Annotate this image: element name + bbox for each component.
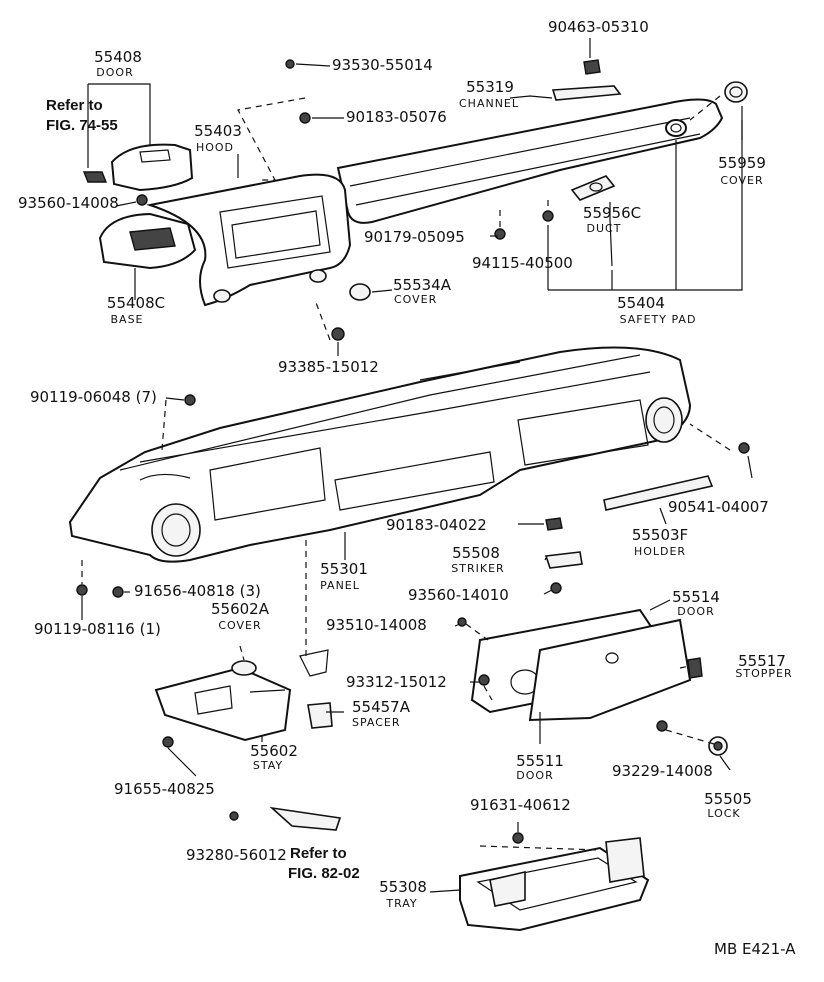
part-number-55503f: 55503F (631, 526, 689, 544)
part-name-55514: DOOR (677, 605, 715, 618)
part-name-55503f: HOLDER (633, 545, 687, 558)
part-number-55408: 55408 (94, 48, 142, 66)
part-name-55517: STOPPER (735, 667, 793, 680)
fastener-90119-06048: 90119-06048 (7) (30, 388, 157, 406)
part-name-55956c: DUCT (586, 222, 622, 235)
channel-drawing (553, 86, 620, 100)
part-number-55602: 55602 (250, 742, 298, 760)
fastener-91655-40825: 91655-40825 (114, 780, 215, 798)
fastener-93530-55014: 93530-55014 (332, 56, 433, 74)
reference-line2-fig-82-02: FIG. 82-02 (288, 865, 360, 882)
fastener-93280-56012: 93280-56012 (186, 846, 287, 864)
stopper-drawing (688, 658, 702, 678)
tray-drawing (460, 838, 648, 930)
part-name-55319: CHANNEL (458, 97, 520, 110)
part-number-55319: 55319 (466, 78, 514, 96)
clip-90463-drawing (584, 60, 600, 74)
part-number-55505: 55505 (704, 790, 752, 808)
part-name-55959: COVER (720, 174, 764, 187)
reference-line1-fig-82-02: Refer to (290, 845, 347, 862)
glove-box-door-drawing (472, 610, 690, 720)
part-name-55403: HOOD (195, 141, 235, 154)
cover-55534a-drawing (350, 284, 370, 300)
part-name-55457a: SPACER (352, 716, 401, 729)
part-number-55514: 55514 (672, 588, 720, 606)
fastener-90119-08116: 90119-08116 (1) (34, 620, 161, 638)
part-name-55408c: BASE (110, 313, 144, 326)
part-number-55404: 55404 (617, 294, 665, 312)
part-number-55301: 55301 (320, 560, 368, 578)
fastener-90541-04007: 90541-04007 (668, 498, 769, 516)
part-name-55408: DOOR (96, 66, 134, 79)
fastener-94115-40500: 94115-40500 (472, 254, 573, 272)
striker-drawing (546, 552, 582, 568)
holder-drawing (604, 476, 712, 510)
hood-drawing (150, 175, 350, 305)
fastener-90183-05076: 90183-05076 (346, 108, 447, 126)
part-name-55602a: COVER (218, 619, 262, 632)
fastener-93560-14008: 93560-14008 (18, 194, 119, 212)
fastener-93312-15012: 93312-15012 (346, 673, 447, 691)
fastener-93560-14010: 93560-14010 (408, 586, 509, 604)
part-name-55308: TRAY (386, 897, 418, 910)
assembly-dashed-lines (82, 96, 730, 850)
diagram-code: MB E421-A (714, 940, 796, 958)
stay-drawing (156, 668, 290, 740)
part-number-55956c: 55956C (582, 204, 642, 222)
part-number-55457a: 55457A (352, 698, 410, 716)
fastener-91656-40818: 91656-40818 (3) (134, 582, 261, 600)
part-name-55508: STRIKER (451, 562, 505, 575)
part-number-55511: 55511 (516, 752, 564, 770)
fastener-90179-05095: 90179-05095 (364, 228, 465, 246)
fastener-90463-05310: 90463-05310 (548, 18, 649, 36)
part-name-55505: LOCK (707, 807, 741, 820)
fastener-91631-40612: 91631-40612 (470, 796, 571, 814)
part-number-55403: 55403 (194, 122, 242, 140)
part-number-55602a: 55602A (211, 600, 269, 618)
reference-line2-fig-74-55: FIG. 74-55 (46, 117, 118, 134)
cover-55602a-drawing (232, 661, 256, 675)
part-number-55959: 55959 (718, 154, 766, 172)
fastener-drawings (77, 60, 749, 843)
instrument-panel-drawing (70, 348, 690, 562)
part-number-55408c: 55408C (106, 294, 166, 312)
part-name-55602: STAY (252, 759, 284, 772)
door-55408-drawing (112, 145, 192, 190)
fastener-93385-15012: 93385-15012 (278, 358, 379, 376)
reference-line1-fig-74-55: Refer to (46, 97, 103, 114)
spacer-drawing (308, 703, 332, 728)
duct-drawing (572, 176, 614, 200)
leader-lines (82, 38, 752, 892)
bracket-drawing (272, 808, 340, 830)
part-name-55511: DOOR (516, 769, 554, 782)
fastener-90183-04022: 90183-04022 (386, 516, 487, 534)
safety-pad-drawing (338, 100, 722, 223)
part-number-55308: 55308 (379, 878, 427, 896)
fastener-93229-14008: 93229-14008 (612, 762, 713, 780)
cover-55959-drawing (725, 82, 747, 102)
fastener-93510-14008: 93510-14008 (326, 616, 427, 634)
part-number-55534a: 55534A (393, 276, 451, 294)
part-number-55517: 55517 (738, 652, 786, 670)
part-name-55404: SAFETY PAD (619, 313, 697, 326)
part-number-55508: 55508 (452, 544, 500, 562)
part-name-55301: PANEL (320, 579, 360, 592)
part-name-55534a: COVER (394, 293, 438, 306)
